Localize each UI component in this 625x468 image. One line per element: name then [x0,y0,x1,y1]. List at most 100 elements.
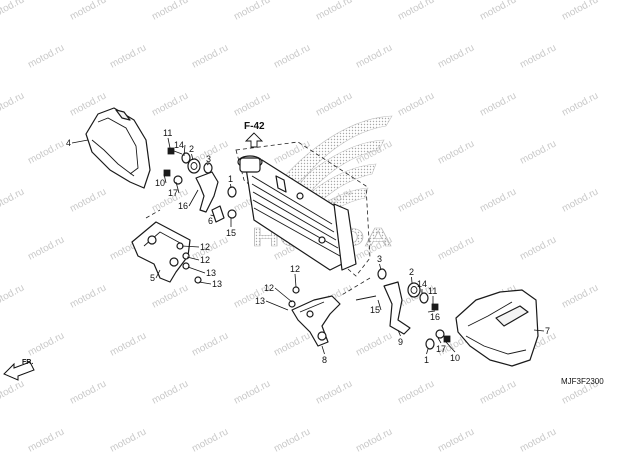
watermark-text: motod.ru [436,138,476,166]
watermark-text: motod.ru [314,90,354,118]
leader-line-n8 [321,345,325,355]
watermark-text: motod.ru [436,42,476,70]
watermark-text: motod.ru [232,0,272,23]
callout-n15: 15 [370,305,380,315]
watermark-text: motod.ru [26,138,66,166]
callout-n11: 11 [163,128,172,138]
watermark-text: motod.ru [272,42,312,70]
watermark-text: motod.ru [26,42,66,70]
watermark-text: motod.ru [436,234,476,262]
leader-line-n10 [445,341,456,353]
callout-n4: 4 [66,138,71,148]
callout-n9: 9 [398,337,403,347]
watermark-text: motod.ru [314,0,354,23]
leader-line-n17 [175,181,180,194]
watermark-text: motod.ru [560,282,600,310]
callout-n8: 8 [322,355,327,365]
leader-line-n13 [187,266,206,274]
watermark-text: motod.ru [68,378,108,406]
callout-n3: 3 [377,254,382,264]
leader-line-n2 [411,276,413,284]
watermark-text: motod.ru [0,282,26,310]
callout-n12: 12 [290,264,300,274]
callout-n12: 12 [200,255,210,265]
watermark-text: motod.ru [190,330,230,358]
watermark-text: motod.ru [518,42,558,70]
watermark-text: motod.ru [396,90,436,118]
callout-n13: 13 [206,268,216,278]
direction-label: FR. [22,359,33,366]
leader-line-n12 [274,287,293,303]
watermark-text: motod.ru [396,186,436,214]
callout-n10: 10 [450,353,460,363]
leader-line-n10 [163,173,167,184]
callout-n17: 17 [168,188,178,198]
watermark-text: motod.ru [108,426,148,454]
callout-n13: 13 [255,296,265,306]
upper-left-hardware [163,147,237,223]
watermark-text: motod.ru [396,378,436,406]
leader-line-n4 [71,139,89,144]
watermark-text: motod.ru [436,426,476,454]
watermark-text: motod.ru [26,234,66,262]
watermark-text: motod.ru [26,330,66,358]
watermark-text: motod.ru [478,90,518,118]
watermark-text: motod.ru [26,426,66,454]
left-radiator-shroud-part-4 [85,107,151,189]
right-bracket-part-8 [288,286,341,347]
callout-n10: 10 [155,178,165,188]
watermark-text: motod.ru [190,234,230,262]
leader-line-n2 [191,153,194,161]
right-radiator-shroud-part-7 [455,289,539,367]
leader-line-n17 [437,337,442,344]
watermark-text: motod.ru [396,0,436,23]
leader-line-n5 [155,269,161,279]
leader-line-n3 [206,163,209,166]
watermark-text: motod.ru [314,378,354,406]
watermark-text: motod.ru [232,90,272,118]
watermark-text: motod.ru [518,138,558,166]
watermark-text: motod.ru [68,186,108,214]
callout-n12: 12 [200,242,210,252]
leader-line-n15 [377,299,382,311]
watermark-text: motod.ru [560,186,600,214]
leader-line-n16 [188,189,199,207]
callout-n16: 16 [430,312,440,322]
leader-line-n1 [230,183,232,189]
leader-line-n13 [265,300,289,311]
leader-line-n7 [533,329,545,332]
callout-n17: 17 [436,344,446,354]
watermark-text: motod.ru [478,186,518,214]
callout-n1: 1 [228,174,233,184]
leader-lines [71,137,545,355]
watermark-text: motod.ru [190,42,230,70]
callout-n12: 12 [264,283,274,293]
callout-n2: 2 [409,267,414,277]
callout-n2: 2 [189,144,194,154]
leader-line-n12 [294,273,297,288]
diagram-code: MJF3F2300 [561,377,604,386]
watermark-text: motod.ru [354,330,394,358]
watermark-text: motod.ru [108,42,148,70]
watermark-text: motod.ru [150,0,190,23]
leader-line-n16 [427,310,436,313]
watermark-text: motod.ru [354,426,394,454]
reference-arrow-f42: F-42 [244,121,265,148]
watermark-text: motod.ru [518,426,558,454]
watermark-text: motod.ru [150,378,190,406]
callout-n5: 5 [150,273,155,283]
front-direction-arrow: FR. [3,359,35,381]
callout-n7: 7 [545,326,550,336]
watermark-text: motod.ru [0,378,26,406]
leader-line-n9 [397,329,401,337]
watermark-text: motod.ru [560,0,600,23]
left-bracket-part-5 [131,209,191,283]
watermark-text: motod.ru [0,90,26,118]
watermark-text: motod.ru [0,0,26,23]
ref-label: F-42 [244,121,265,132]
callout-n6: 6 [208,216,213,226]
watermark-text: motod.ru [190,426,230,454]
watermark-text: motod.ru [150,90,190,118]
